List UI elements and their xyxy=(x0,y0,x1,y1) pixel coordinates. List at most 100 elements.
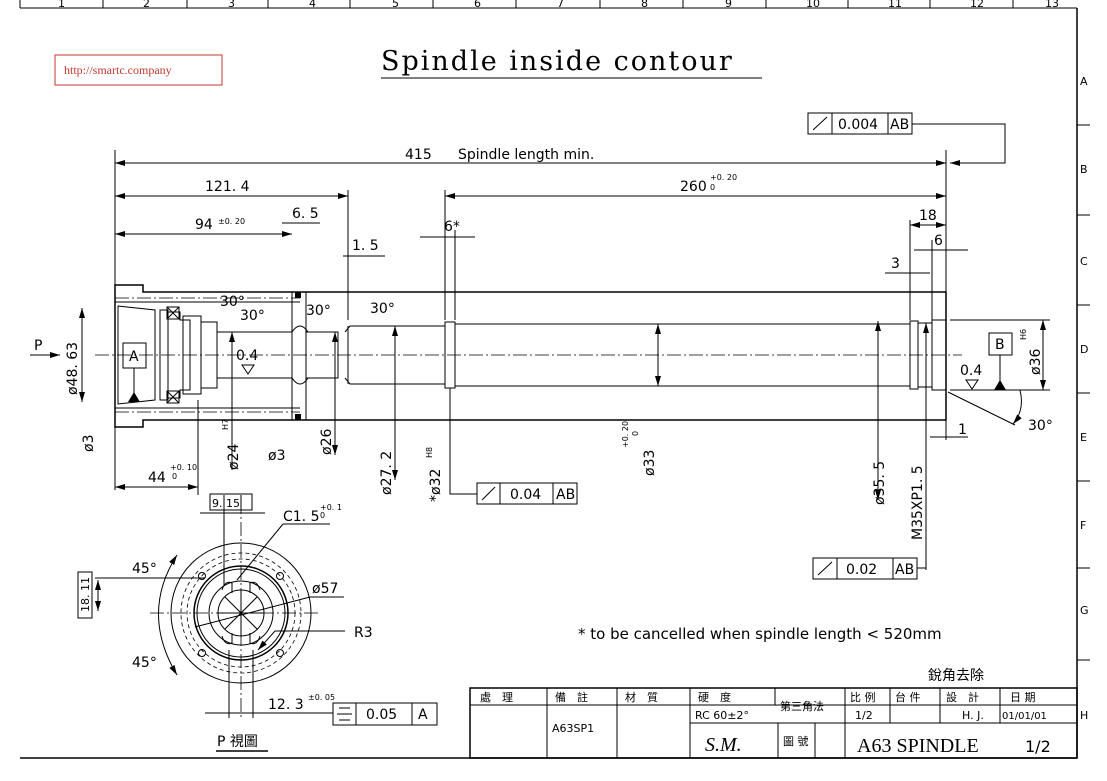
designer-value: H. J. xyxy=(962,709,984,722)
dim-dia-32-fit: H8 xyxy=(425,447,434,458)
dim-c1-5: C1. 5 xyxy=(283,509,320,525)
grid-col-label: 4 xyxy=(309,0,316,10)
angle-30: 30° xyxy=(306,303,331,319)
datum-b-label: B xyxy=(995,337,1005,353)
dim-dia-57: ø57 xyxy=(312,581,338,597)
dim-dia-48-63: ø48. 63 xyxy=(65,342,81,395)
dim-44-tol-lower: 0 xyxy=(172,472,177,481)
surface-roughness: 0.4 xyxy=(960,363,982,379)
header-scale: 比 例 xyxy=(850,690,876,704)
title-block: 處 理 備 註 材 質 硬 度 第三角法 比 例 台 件 設 計 日 期 A63… xyxy=(469,687,1078,759)
dim-6-star: 6* xyxy=(444,219,460,235)
grid-col-label: 1 xyxy=(58,0,65,10)
datum-a-label: A xyxy=(129,349,139,365)
grid-row-label: G xyxy=(1080,604,1089,617)
grid-row-label: C xyxy=(1080,255,1088,268)
header-quantity: 台 件 xyxy=(895,690,921,704)
watermark-link[interactable]: http://smartc.company xyxy=(54,54,223,86)
remark-value: A63SP1 xyxy=(552,722,594,735)
dim-dia-27-2: ø27. 2 xyxy=(379,451,395,495)
drawing-number-label: 圖 號 xyxy=(783,735,809,748)
symmetry-icon xyxy=(337,707,352,721)
dim-c1-5-tol-lower: 0 xyxy=(320,511,325,520)
dimension-labels: 415 Spindle length min. 121. 4 94 ±0. 20… xyxy=(34,147,1053,540)
grid-col-label: 6 xyxy=(474,0,481,10)
dim-44: 44 xyxy=(148,470,166,486)
dim-9-15: 9. 15 xyxy=(212,497,240,510)
dim-6-5: 6. 5 xyxy=(292,206,319,222)
runout-frame-top: 0.004 AB xyxy=(807,112,1006,166)
grid-col-label: 5 xyxy=(392,0,399,10)
dim-dia-33-tol-upper: +0. 20 xyxy=(621,421,630,448)
dim-dia-24-fit: H7 xyxy=(221,419,230,430)
grid-row-label: A xyxy=(1080,75,1088,88)
drawing-title: Spindle inside contour xyxy=(381,46,734,77)
grid-col-label: 10 xyxy=(806,0,820,10)
roughness-icon xyxy=(241,364,255,375)
grid-row-label: D xyxy=(1080,343,1088,356)
surface-roughness: 0.4 xyxy=(236,348,258,364)
header-designer: 設 計 xyxy=(946,690,979,704)
dim-dia-26: ø26 xyxy=(319,429,335,455)
runout-frame-middle: 0.04 AB xyxy=(449,388,578,505)
datum-a: A xyxy=(122,342,147,402)
tolerance-value: 0.02 xyxy=(846,562,877,578)
header-date: 日 期 xyxy=(1010,691,1036,704)
dimension-lines xyxy=(30,150,1050,570)
header-hardness: 硬 度 xyxy=(698,690,731,704)
grid-col-label: 11 xyxy=(888,0,902,10)
angle-30: 30° xyxy=(370,301,395,317)
tolerance-datum: AB xyxy=(895,562,914,578)
grid-column-labels: 1 2 3 4 5 6 7 8 9 10 11 12 13 xyxy=(58,0,1059,10)
dim-260: 260 xyxy=(680,179,707,195)
dim-dia-3-hole: ø3 xyxy=(268,448,285,464)
dim-overall-length: 415 xyxy=(405,147,432,163)
watermark-text[interactable]: http://smartc.company xyxy=(64,63,172,77)
header-processing: 處 理 xyxy=(480,690,513,704)
grid-col-label: 7 xyxy=(557,0,564,10)
angle-45-bottom: 45° xyxy=(132,655,157,671)
grid-row-label: E xyxy=(1080,431,1087,444)
tolerance-datum: AB xyxy=(556,487,575,503)
header-projection: 第三角法 xyxy=(780,699,824,713)
dim-260-tol-upper: +0. 20 xyxy=(710,173,737,182)
company-name: S.M. xyxy=(705,734,742,756)
dim-thread: M35XP1. 5 xyxy=(910,465,926,540)
view-p-label: P 視圖 xyxy=(217,734,258,750)
tolerance-value: 0.004 xyxy=(838,117,878,133)
deburr-note: 銳角去除 xyxy=(928,668,984,684)
date-value: 01/01/01 xyxy=(1002,711,1047,722)
view-p-arrow-label: P xyxy=(34,338,42,354)
header-material: 材 質 xyxy=(625,690,658,704)
grid-col-label: 3 xyxy=(228,0,235,10)
angle-30: 30° xyxy=(240,308,265,324)
dim-dia-24: ø24 xyxy=(226,444,242,470)
runout-icon xyxy=(817,561,833,576)
dim-dia-3-left: ø3 xyxy=(81,435,97,452)
angle-45-top: 45° xyxy=(132,561,157,577)
tolerance-value: 0.05 xyxy=(366,707,397,723)
dim-94: 94 xyxy=(195,217,213,233)
runout-icon xyxy=(812,116,828,131)
end-view-p: 9. 15 C1. 5 +0. 1 0 45° 45° 18. 11 ø57 R… xyxy=(77,493,438,752)
runout-icon xyxy=(481,486,496,501)
scale-value: 1/2 xyxy=(855,709,873,722)
grid-col-label: 8 xyxy=(641,0,648,10)
tolerance-value: 0.04 xyxy=(510,487,541,503)
dim-121: 121. 4 xyxy=(205,179,250,195)
dim-r3: R3 xyxy=(354,625,373,641)
sheet-frame xyxy=(19,0,1090,759)
dim-260-tol-lower: 0 xyxy=(710,183,715,192)
datum-b: B xyxy=(988,332,1013,390)
dim-12-3: 12. 3 xyxy=(268,697,304,713)
dim-3: 3 xyxy=(891,256,900,272)
angle-30: 30° xyxy=(220,294,245,310)
hardness-value: RC 60±2° xyxy=(695,709,749,722)
dim-6: 6 xyxy=(934,233,943,249)
roughness-icon xyxy=(965,379,979,390)
grid-col-label: 2 xyxy=(143,0,150,10)
dim-dia-36-fit: H6 xyxy=(1019,329,1028,340)
dim-dia-33: ø33 xyxy=(642,450,658,476)
dim-1-5: 1. 5 xyxy=(352,238,379,254)
